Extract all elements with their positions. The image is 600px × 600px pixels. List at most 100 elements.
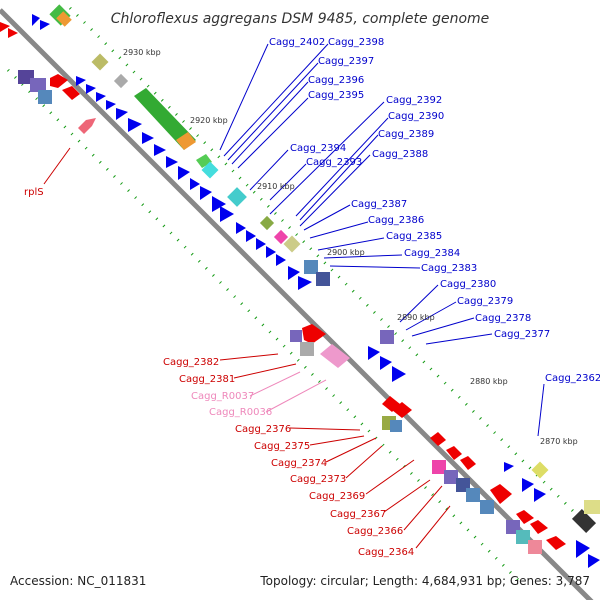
gene-arrow [256,238,266,250]
gene-block [176,132,196,150]
gene-block [516,530,530,544]
gene-arrow [392,366,406,382]
gene-label[interactable]: Cagg_2373 [290,474,346,485]
leader-line [403,485,443,531]
gene-block [584,500,600,514]
gene-label[interactable]: Cagg_2378 [475,313,531,324]
gene-label[interactable]: Cagg_2377 [494,329,550,340]
gene-arrow [576,540,590,558]
gene-arrow [530,520,548,534]
gene-block [30,78,46,92]
leader-line [383,479,431,513]
gene-arrow [266,246,276,258]
gene-arrow [8,28,18,38]
gene-arrow [298,276,312,290]
gene-arrow [40,20,50,30]
gene-block [480,500,494,514]
leader-line [269,163,307,201]
gene-label[interactable]: Cagg_2383 [421,263,477,274]
gene-label[interactable]: Cagg_2395 [308,90,364,101]
gene-label[interactable]: Cagg_2374 [271,458,327,469]
gene-label[interactable]: Cagg_2376 [235,424,291,435]
gene-label[interactable]: Cagg_2364 [358,547,414,558]
gene-label[interactable]: Cagg_2366 [347,526,403,537]
leader-line [365,459,415,495]
gene-block [432,460,446,474]
gene-arrow [504,462,514,472]
leader-line [303,204,351,231]
gene-label[interactable]: Cagg_2379 [457,296,513,307]
gene-label[interactable]: Cagg_2362 [545,373,600,384]
gene-label[interactable]: Cagg_2382 [163,357,219,368]
gene-block [38,90,52,104]
gene-block [290,330,302,342]
kbp-tick-label: 2910 kbp [257,182,295,191]
gc-content-track [6,6,594,584]
kbp-tick-label: 2930 kbp [123,48,161,57]
gene-arrow [86,84,96,94]
leader-line [231,81,309,165]
leader-line [269,101,385,215]
gene-label[interactable]: Cagg_2380 [440,279,496,290]
gene-block [380,330,394,344]
gene-arrow [430,432,446,446]
gene-block [390,420,402,432]
forward-gene-labels: Cagg_2402 Cagg_2398 Cagg_2397 Cagg_2396 … [269,37,600,384]
gene-label[interactable]: Cagg_2369 [309,491,365,502]
gene-block [304,260,318,274]
gene-label[interactable]: Cagg_2384 [404,248,460,259]
gene-label[interactable]: Cagg_R0037 [191,391,254,402]
gene-arrow [490,484,512,504]
gene-label[interactable]: rplS [24,187,44,198]
gene-label[interactable]: Cagg_2375 [254,441,310,452]
gene-arrow [522,478,534,492]
leader-line [411,317,475,337]
gene-arrow [546,536,566,550]
gene-label[interactable]: Cagg_2381 [179,374,235,385]
gene-label[interactable]: Cagg_2388 [372,149,428,160]
gene-arrow [50,74,68,88]
leader-line [289,427,361,431]
gene-arrow [534,488,546,502]
topology-text: Topology: circular; Length: 4,684,931 bp… [260,574,590,588]
leader-line [295,117,389,217]
gene-label[interactable]: Cagg_2393 [306,157,362,168]
gene-label[interactable]: Cagg_2390 [388,111,444,122]
gene-label[interactable]: Cagg_2396 [308,75,364,86]
gene-block [91,53,109,71]
gene-label[interactable]: Cagg_2386 [368,215,424,226]
kbp-tick-label: 2920 kbp [190,116,228,125]
gene-arrow [516,510,534,524]
gene-arrow [62,86,80,100]
leader-line [317,237,385,251]
reverse-gene-labels: rplS Cagg_2382 Cagg_2381 Cagg_2376 Cagg_… [24,187,414,558]
gene-arrow [166,156,178,168]
gene-label[interactable]: Cagg_2387 [351,199,407,210]
gene-label[interactable]: Cagg_2367 [330,509,386,520]
gene-label[interactable]: Cagg_2394 [290,143,346,154]
gene-label[interactable]: Cagg_2389 [378,129,434,140]
gene-label[interactable]: Cagg_2397 [318,56,374,67]
gene-block [196,154,212,168]
leader-line [537,383,545,437]
leader-line [233,363,297,379]
gene-arrow [106,100,116,110]
kbp-tick-labels: 2930 kbp 2920 kbp 2910 kbp 2900 kbp 2890… [123,48,578,446]
gene-block [283,235,301,253]
gene-label[interactable]: Cagg_R0036 [209,407,272,418]
gene-arrow [32,14,40,26]
gene-label[interactable]: Cagg_2385 [386,231,442,242]
kbp-tick-label: 2870 kbp [540,437,578,446]
leader-line [265,379,327,413]
genome-backbone [0,8,594,600]
gene-arrow [76,76,86,86]
gene-features [0,4,600,568]
accession-text: Accession: NC_011831 [10,574,147,588]
gene-arrow [380,356,392,370]
gene-arrow [276,254,286,266]
gene-label[interactable]: Cagg_2392 [386,95,442,106]
gene-block [134,88,196,150]
gene-arrow [212,196,226,212]
gene-label[interactable]: Cagg_2398 [328,37,384,48]
gene-label[interactable]: Cagg_2402 [269,37,325,48]
